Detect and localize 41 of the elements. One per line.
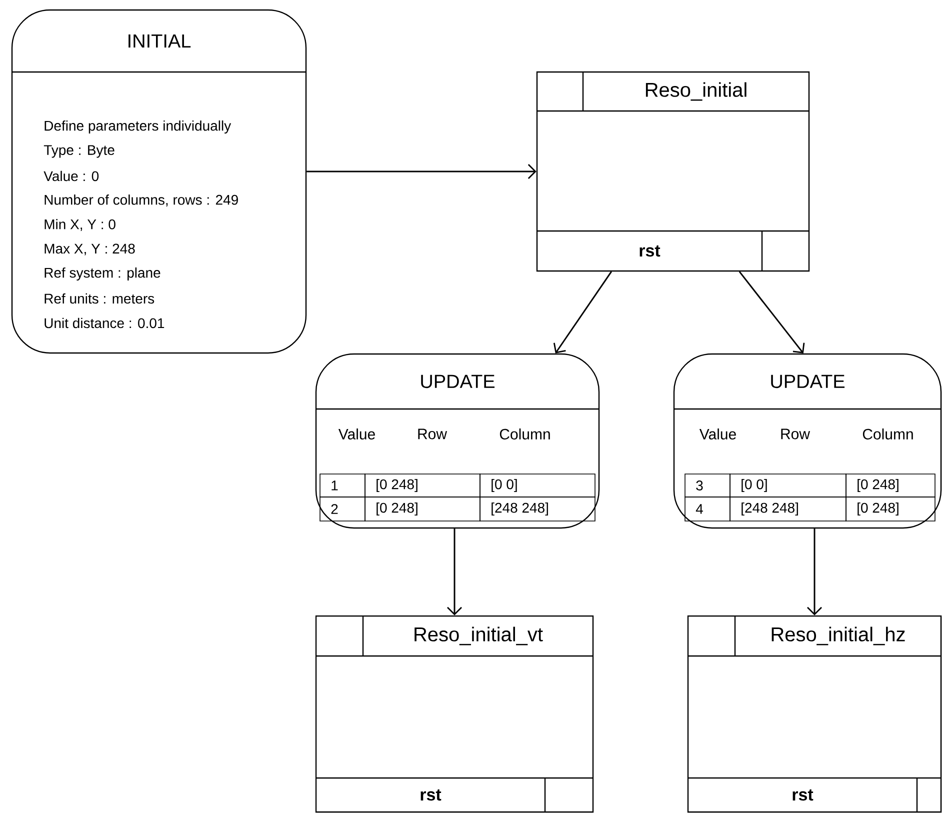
- parameter-text: Value : 0: [44, 170, 99, 182]
- table-cell: 3: [684, 474, 730, 498]
- table-cell: [0 248]: [364, 496, 480, 522]
- parameter-text: Max X, Y : 248: [44, 244, 135, 256]
- column-heading: Row: [781, 428, 810, 440]
- node-title: UPDATE: [421, 374, 495, 388]
- column-heading: Value: [338, 428, 375, 440]
- footer-label: rst: [792, 789, 814, 801]
- raster-name: Reso_initial: [646, 82, 746, 101]
- arrow: [306, 164, 536, 179]
- footer-label: rst: [640, 245, 660, 257]
- parameter-text: Unit distance : 0.01: [44, 318, 164, 328]
- table-cell: [0 0]: [480, 474, 596, 498]
- table-cell: [0 248]: [364, 474, 480, 498]
- arrow: [447, 528, 462, 616]
- column-heading: Value: [699, 428, 736, 440]
- table-cell: [248 248]: [480, 496, 596, 522]
- parameter-text: Ref system : plane: [44, 267, 160, 280]
- table-cell: [0 248]: [846, 496, 936, 522]
- arrow: [738, 271, 805, 354]
- footer-label: rst: [420, 789, 442, 801]
- raster-name: Reso_initial_hz: [772, 626, 905, 646]
- parameter-text: Type : Byte: [44, 145, 114, 158]
- parameter-text: Ref units : meters: [44, 293, 154, 304]
- column-heading: Column: [862, 428, 913, 440]
- table-cell: [0 0]: [730, 474, 846, 498]
- parameter-text: Min X, Y : 0: [44, 219, 116, 231]
- node-title: INITIAL: [128, 34, 191, 48]
- parameter-text: Define parameters individually: [44, 120, 232, 134]
- parameter-text: Number of columns, rows : 249: [44, 194, 238, 206]
- raster-name: Reso_initial_vt: [414, 626, 543, 646]
- table-cell: 4: [684, 496, 730, 522]
- column-heading: Column: [500, 428, 550, 440]
- node-title: UPDATE: [771, 374, 845, 388]
- table-cell: [248 248]: [730, 496, 846, 522]
- arrow: [807, 528, 822, 616]
- column-heading: Row: [418, 428, 448, 440]
- arrow: [553, 271, 612, 354]
- table-cell: 2: [320, 496, 366, 522]
- table-cell: [0 248]: [846, 474, 936, 498]
- table-cell: 1: [320, 474, 366, 498]
